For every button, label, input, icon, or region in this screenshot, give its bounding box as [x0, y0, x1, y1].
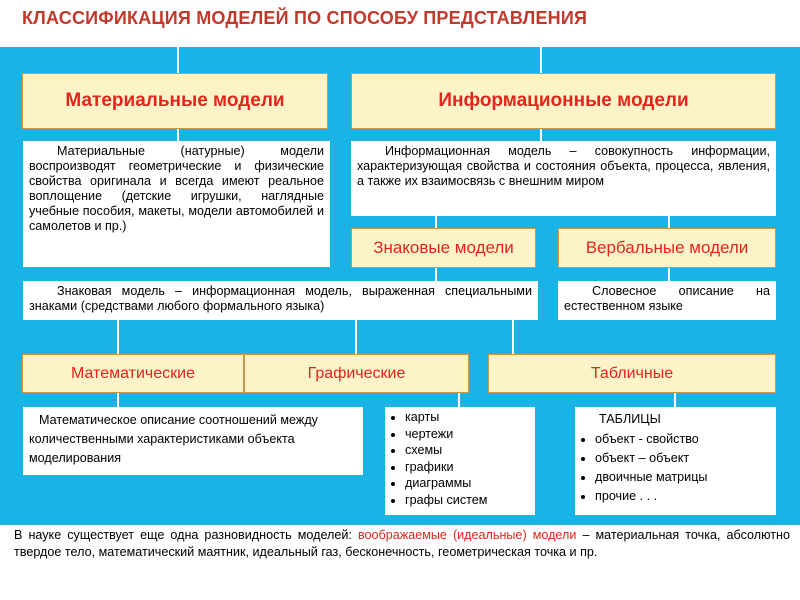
connector-line [355, 320, 357, 354]
information-models-heading-text: Информационные модели [438, 90, 689, 111]
graphic-list-item: графики [405, 460, 529, 475]
connector-line [117, 393, 119, 407]
sign-models-text: Знаковая модель – информационная модель,… [29, 284, 532, 313]
verbal-models-heading-text: Вербальные модели [585, 238, 749, 257]
math-models-description: Математическое описание соотношений межд… [23, 407, 363, 475]
verbal-models-heading: Вербальные модели [558, 228, 776, 268]
connector-line [177, 47, 179, 73]
information-models-text: Информационная модель – совокупность инф… [357, 144, 770, 188]
sign-models-heading-text: Знаковые модели [373, 238, 514, 257]
connector-line [177, 129, 179, 141]
connector-line [668, 268, 670, 281]
table-list-item: прочие . . . [595, 489, 770, 504]
bottom-note-highlight: воображаемые (идеальные) модели [357, 528, 577, 542]
connector-line [435, 216, 437, 228]
table-models-heading: Табличные [488, 354, 776, 393]
table-models-subtitle: ТАБЛИЦЫ [599, 412, 661, 426]
connector-line [540, 129, 542, 141]
math-models-heading: Математические [22, 354, 244, 393]
bottom-note-after: – материальная точка, абсолютно твердое … [14, 528, 791, 559]
table-models-list: ТАБЛИЦЫ объект - свойство объект – объект… [575, 407, 776, 515]
graphic-list-item: карты [405, 410, 529, 425]
table-models-heading-text: Табличные [590, 364, 674, 382]
page-title: КЛАССИФИКАЦИЯ МОДЕЛЕЙ ПО СПОСОБУ ПРЕДСТА… [22, 8, 588, 28]
table-list-item: объект - свойство [595, 432, 770, 447]
graphic-list-item: чертежи [405, 427, 529, 442]
table-items: объект - свойство объект – объект двоичные… [581, 432, 770, 504]
graphic-list-item: графы систем [405, 493, 529, 508]
graphic-items: карты чертежисхемы графикидиаграммы графы с… [391, 410, 529, 508]
math-models-heading-text: Математические [71, 364, 195, 382]
connector-line [458, 393, 460, 407]
table-list-item: двоичные матрицы [595, 470, 770, 485]
connector-line [674, 393, 676, 407]
connector-line [668, 216, 670, 228]
bottom-note-before: В науке существует еще одна разновидност… [14, 528, 358, 542]
information-models-description: Информационная модель – совокупность инф… [351, 141, 776, 216]
connector-line [117, 320, 119, 354]
material-models-heading-text: Материальные модели [65, 90, 285, 111]
sign-models-description: Знаковая модель – информационная модель,… [23, 281, 538, 320]
graphic-list-item: схемы [405, 443, 529, 458]
verbal-models-text: Словесное описание на естественном языке [564, 284, 770, 313]
connector-line [512, 320, 514, 354]
math-models-text: Математическое описание соотношений межд… [29, 413, 318, 465]
table-list-item: объект – объект [595, 451, 770, 466]
verbal-models-description: Словесное описание на естественном языке [558, 281, 776, 320]
graphic-models-list: карты чертежисхемы графикидиаграммы графы с… [385, 407, 535, 515]
material-models-text: Материальные (натурные) модели воспроизв… [29, 144, 324, 233]
material-models-description: Материальные (натурные) модели воспроизв… [23, 141, 330, 267]
graphic-list-item: диаграммы [405, 476, 529, 491]
connector-line [540, 47, 542, 73]
graphic-models-heading-text: Графические [307, 364, 406, 382]
material-models-heading: Материальные модели [22, 73, 328, 129]
information-models-heading: Информационные модели [351, 73, 776, 129]
sign-models-heading: Знаковые модели [351, 228, 536, 268]
graphic-models-heading: Графические [244, 354, 469, 393]
connector-line [435, 268, 437, 281]
bottom-note: В науке существует еще одна разновидност… [14, 527, 790, 561]
